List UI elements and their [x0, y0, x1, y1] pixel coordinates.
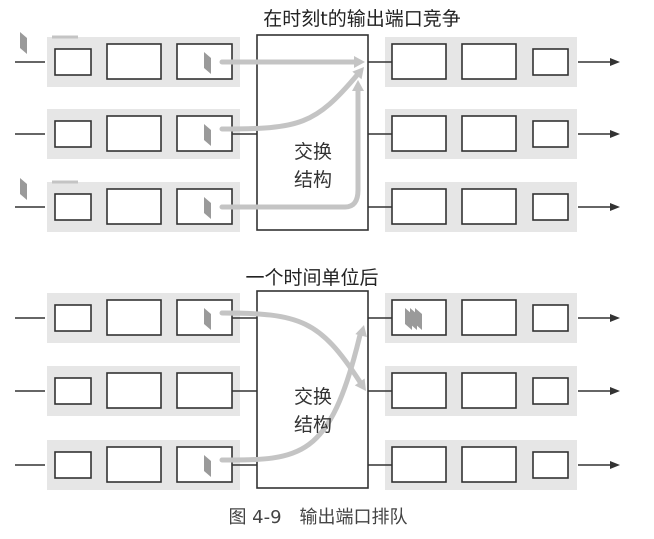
- output-link-processing-box: [461, 299, 517, 336]
- panel-title-bottom: 一个时间单位后: [245, 267, 379, 289]
- output-arrow-icon: [610, 58, 620, 66]
- input-line-termination-box: [54, 48, 92, 76]
- packet: [204, 52, 211, 74]
- input-link-processing-box: [106, 372, 162, 409]
- output-arrow-icon: [610, 461, 620, 469]
- output-link-processing-box: [461, 43, 517, 80]
- output-arrow-icon: [610, 130, 620, 138]
- arriving-packet: [20, 32, 27, 54]
- output-arrow-icon: [610, 387, 620, 395]
- output-arrow-icon: [610, 203, 620, 211]
- arrow-head: [352, 67, 364, 80]
- output-line-termination-box: [532, 304, 569, 332]
- arriving-packet: [20, 178, 27, 200]
- output-queue-box: [391, 446, 447, 483]
- switch-fabric-label-bottom: 交换 结构: [283, 383, 343, 439]
- output-queue-box: [391, 115, 447, 152]
- input-line-termination-box: [54, 193, 92, 221]
- input-link-processing-box: [106, 115, 162, 152]
- output-link-processing-box: [461, 372, 517, 409]
- output-line-termination-box: [532, 451, 569, 479]
- transfer-path: [219, 71, 361, 132]
- input-line-termination-box: [54, 377, 92, 405]
- switch-fabric-label-top: 交换 结构: [283, 138, 343, 194]
- output-line-termination-box: [532, 193, 569, 221]
- output-queue-box: [391, 43, 447, 80]
- queued-output-packet: [415, 308, 422, 330]
- input-link-processing-box: [106, 299, 162, 336]
- output-line-termination-box: [532, 377, 569, 405]
- switch-label-line1: 交换: [293, 141, 332, 163]
- switch-fabric-box: [256, 290, 369, 489]
- output-line-termination-box: [532, 120, 569, 148]
- output-line-termination-box: [532, 48, 569, 76]
- packet: [204, 197, 211, 219]
- input-link-processing-box: [106, 43, 162, 80]
- input-link-processing-box: [106, 446, 162, 483]
- transfer-path: [219, 310, 363, 385]
- packet: [204, 455, 211, 477]
- switch-label-line2: 结构: [293, 414, 332, 436]
- output-queue-box: [391, 188, 447, 225]
- arrow-head: [352, 80, 364, 91]
- panel-title-top: 在时刻t的输出端口竞争: [263, 8, 461, 30]
- input-queue-box: [176, 372, 233, 409]
- switch-fabric-box: [256, 34, 369, 231]
- figure-caption: 图 4-9 输出端口排队: [228, 507, 408, 528]
- packet: [204, 124, 211, 146]
- arrow-head: [354, 56, 365, 68]
- input-line-termination-box: [54, 120, 92, 148]
- arrow-head: [354, 378, 366, 391]
- output-link-processing-box: [461, 446, 517, 483]
- input-line-termination-box: [54, 304, 92, 332]
- transfer-path: [219, 87, 361, 210]
- input-link-processing-box: [106, 188, 162, 225]
- output-queue-box: [391, 372, 447, 409]
- input-line-termination-box: [54, 451, 92, 479]
- output-link-processing-box: [461, 115, 517, 152]
- output-link-processing-box: [461, 188, 517, 225]
- output-arrow-icon: [610, 314, 620, 322]
- transfer-path: [219, 332, 363, 463]
- arrow-head: [355, 325, 367, 338]
- switch-label-line1: 交换: [293, 386, 332, 408]
- packet: [204, 308, 211, 330]
- switch-label-line2: 结构: [293, 169, 332, 191]
